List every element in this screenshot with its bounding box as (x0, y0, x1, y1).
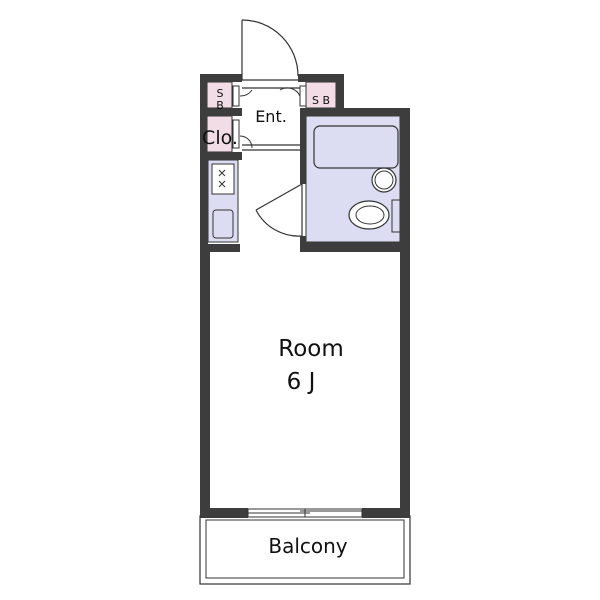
shoe-box-left-label-top: S (217, 87, 224, 100)
entrance-door (240, 19, 300, 81)
bathroom-door (255, 183, 303, 237)
kitchen-counter (207, 159, 239, 243)
stove-icon (218, 169, 226, 188)
balcony-label: Balcony (268, 534, 347, 558)
entrance-label: Ent. (255, 107, 287, 126)
shoe-box-right-label: S B (312, 94, 330, 107)
balcony-window (247, 508, 363, 518)
shoe-box-left-label-bottom: B (216, 99, 224, 112)
shoe-box-left (206, 81, 253, 109)
bathtub-icon (313, 125, 399, 169)
room-name-label: Room (278, 336, 344, 362)
unit-bath (305, 115, 401, 243)
sink-icon (212, 209, 234, 239)
room-size-label: 6 J (287, 369, 316, 395)
closet-label: Clo. (202, 127, 238, 149)
shoe-box-right (279, 81, 337, 109)
washbasin-icon (371, 167, 397, 193)
walls (200, 74, 410, 518)
toilet-icon (348, 199, 401, 233)
